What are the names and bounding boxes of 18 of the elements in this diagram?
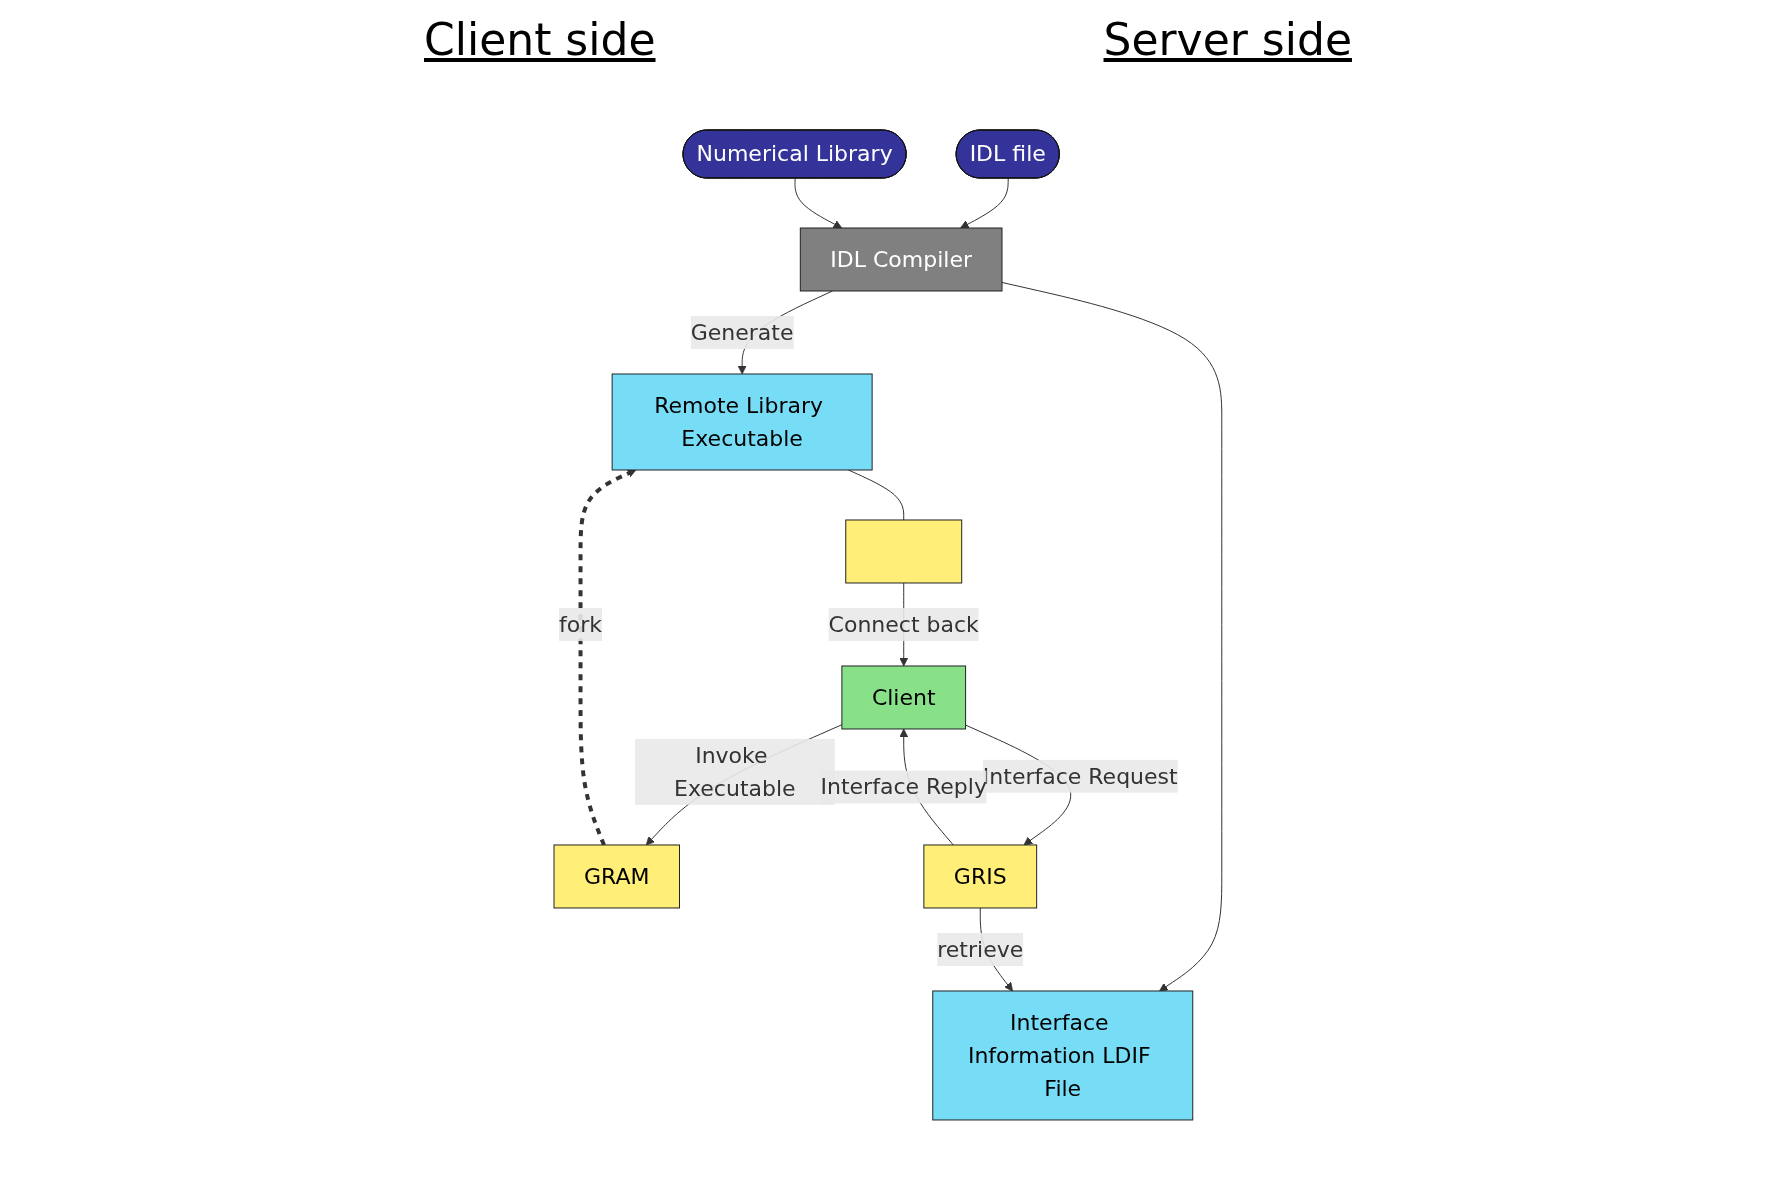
edge-label: retrieve: [937, 936, 1024, 962]
node-box: Client: [841, 665, 967, 730]
node-box: GRAM: [553, 844, 681, 909]
side-heading: Server side: [1103, 14, 1352, 67]
arrow: [794, 178, 843, 229]
edge-label: Invoke Executable: [674, 742, 796, 801]
side-heading: Client side: [424, 14, 656, 67]
node-box: GRIS: [923, 844, 1038, 909]
node-box: IDL Compiler: [799, 227, 1003, 292]
node-box: Interface Information LDIF File: [932, 990, 1194, 1121]
arrow: [960, 178, 1009, 229]
edge-label: Generate: [690, 320, 794, 346]
arrow: [1001, 281, 1223, 992]
edge-label: Connect back: [828, 612, 979, 637]
arrow: [578, 469, 637, 846]
node-box: [845, 519, 963, 584]
node-box: Remote Library Executable: [611, 373, 873, 471]
edge-label: fork: [559, 612, 603, 637]
